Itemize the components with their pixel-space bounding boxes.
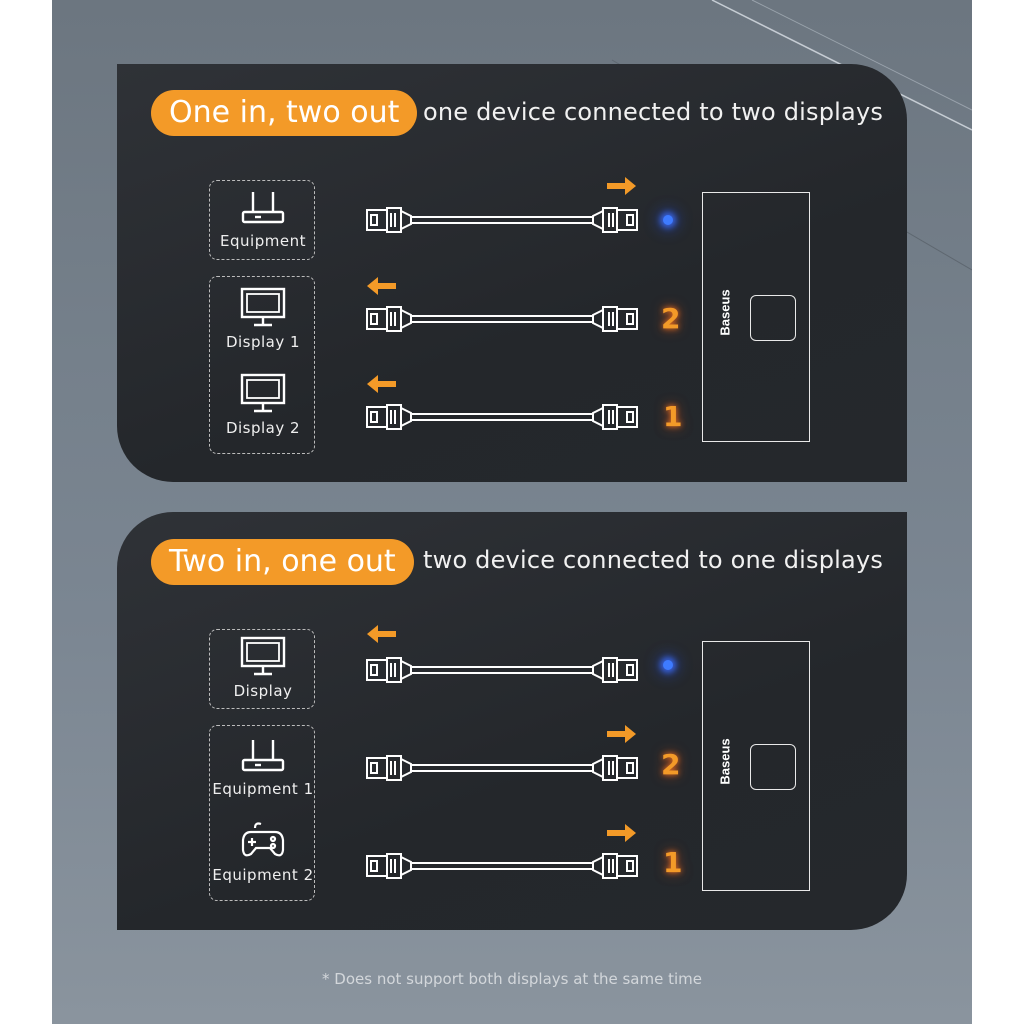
arrow-left-icon: [367, 625, 396, 643]
hdmi-cable-icon: [366, 207, 638, 233]
monitor-icon: [240, 373, 286, 413]
router-icon: [241, 740, 285, 772]
hdmi-switch-device: Baseus: [702, 641, 810, 891]
port-number-2: 2: [661, 302, 681, 335]
panel-one-in-two-out: One in, two out one device connected to …: [117, 64, 907, 482]
monitor-icon: [240, 287, 286, 327]
section-subtitle: one device connected to two displays: [423, 98, 884, 126]
arrow-right-icon: [607, 177, 636, 195]
router-icon: [241, 192, 285, 224]
hdmi-switch-device: Baseus: [702, 192, 810, 442]
arrow-right-icon: [607, 824, 636, 842]
switch-button: [750, 744, 796, 790]
arrow-left-icon: [367, 375, 396, 393]
panel-two-in-one-out: Two in, one out two device connected to …: [117, 512, 907, 930]
section-subtitle: two device connected to one displays: [423, 546, 884, 574]
device-label: Display 1: [225, 333, 301, 351]
led-indicator: [663, 215, 673, 225]
arrow-left-icon: [367, 277, 396, 295]
device-display-1: Display 1: [210, 287, 316, 351]
device-equipment-2: Equipment 2: [210, 820, 316, 884]
port-number-1: 1: [663, 846, 683, 879]
gamepad-icon: [241, 822, 285, 857]
device-group-equipment: Equipment 1 Equipment 2: [209, 725, 315, 901]
brand-logo: Baseus: [717, 738, 733, 785]
device-label: Display 2: [225, 419, 301, 437]
hdmi-cable-icon: [366, 657, 638, 683]
device-display-2: Display 2: [210, 373, 316, 437]
port-number-2: 2: [661, 748, 681, 781]
footnote: * Does not support both displays at the …: [322, 970, 702, 988]
device-group-display: Display: [209, 629, 315, 709]
monitor-icon: [240, 636, 286, 676]
device-display: Display: [210, 636, 316, 700]
section-pill: One in, two out: [151, 90, 418, 136]
hdmi-cable-icon: [366, 404, 638, 430]
switch-button: [750, 295, 796, 341]
hdmi-cable-icon: [366, 306, 638, 332]
hdmi-cable-icon: [366, 755, 638, 781]
brand-logo: Baseus: [717, 289, 733, 336]
device-equipment-1: Equipment 1: [210, 738, 316, 798]
device-label: Equipment: [220, 232, 306, 250]
port-number-1: 1: [663, 400, 683, 433]
device-label: Display: [233, 682, 293, 700]
device-label: Equipment 2: [212, 866, 314, 884]
arrow-right-icon: [607, 725, 636, 743]
section-pill: Two in, one out: [151, 539, 414, 585]
led-indicator: [663, 660, 673, 670]
device-group-equipment: Equipment: [209, 180, 315, 260]
device-label: Equipment 1: [212, 780, 314, 798]
device-equipment: Equipment: [210, 190, 316, 250]
device-group-displays: Display 1 Display 2: [209, 276, 315, 454]
hdmi-cable-icon: [366, 853, 638, 879]
